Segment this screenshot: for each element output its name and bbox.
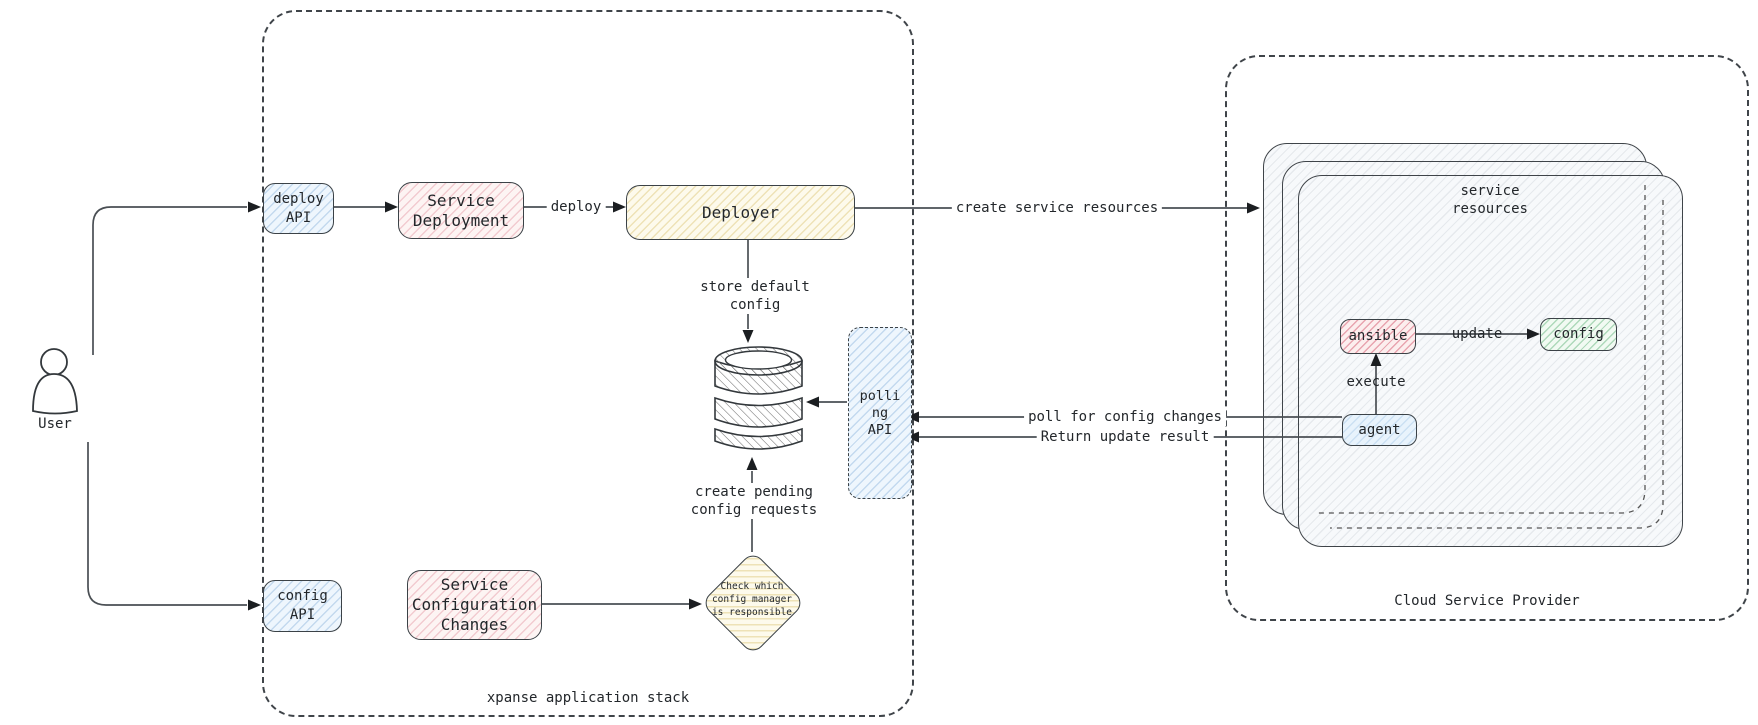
- ansible-node: ansible: [1340, 319, 1416, 354]
- edge-label-poll-for-config-changes: poll for config changes: [1024, 408, 1226, 426]
- service-configuration-changes-node: Service Configuration Changes: [407, 570, 542, 640]
- edge-label-return-update-result: Return update result: [1036, 428, 1214, 446]
- xpanse-application-stack-box: [262, 10, 914, 717]
- user-icon: [32, 348, 78, 415]
- service-deployment-node: Service Deployment: [398, 182, 524, 239]
- database-icon: [714, 346, 803, 450]
- edge-label-execute: execute: [1346, 374, 1406, 390]
- cloud-service-provider-box: [1225, 55, 1749, 621]
- edge-label-create-service-resources: create service resources: [951, 199, 1163, 217]
- config-node: config: [1540, 318, 1617, 351]
- hidden-card-edge-back: [1315, 185, 1646, 514]
- edge-label-store-default-config: store default config: [696, 278, 814, 314]
- config-api-node: config API: [263, 580, 342, 632]
- edge-label-update: update: [1451, 326, 1503, 342]
- arrow-user-to-deploy-api: [92, 206, 247, 355]
- hidden-card-edge-middle: [1330, 200, 1664, 529]
- xpanse-box-label: xpanse application stack: [486, 690, 690, 706]
- deployer-node: Deployer: [626, 185, 855, 240]
- arrow-user-to-config-api: [87, 442, 247, 606]
- polling-api-node: polli ng API: [848, 327, 912, 499]
- decision-diamond-label: Check which config manager is responsibl…: [711, 581, 793, 618]
- service-resources-label: service resources: [1452, 183, 1528, 217]
- deploy-api-node: deploy API: [263, 183, 334, 234]
- edge-label-deploy: deploy: [546, 198, 606, 216]
- csp-box-label: Cloud Service Provider: [1394, 593, 1580, 609]
- edge-label-create-pending-config-requests: create pending config requests: [686, 483, 822, 519]
- agent-node: agent: [1342, 414, 1417, 446]
- service-resources-card-front: [1298, 175, 1683, 547]
- user-label: User: [38, 416, 72, 432]
